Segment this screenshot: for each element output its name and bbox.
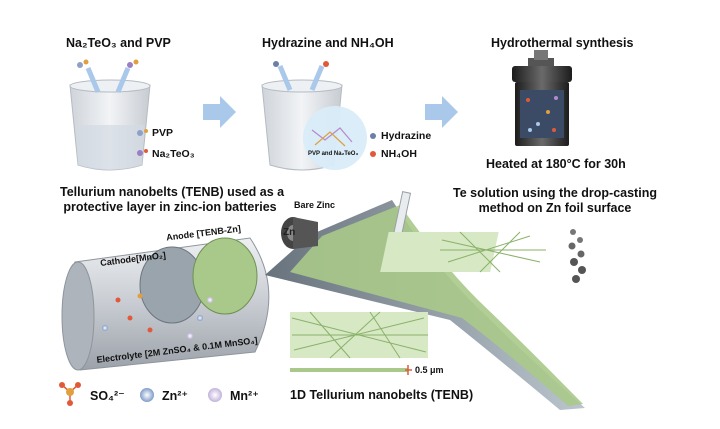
battery-title-line-1: Tellurium nanobelts (TENB) used as a — [60, 185, 285, 199]
sulfate-legend-icon — [59, 382, 81, 406]
step-2-title: Hydrazine and NH₄OH — [262, 36, 394, 50]
dropcast-title-line-2: method on Zn foil surface — [478, 201, 632, 215]
autoclave-icon — [512, 50, 572, 146]
dropcast-title-line-1: Te solution using the drop-casting — [453, 186, 657, 200]
single-nanobelt — [290, 368, 408, 372]
beaker-2-icon — [261, 61, 376, 171]
process-arrow-1 — [203, 96, 236, 128]
zinc-symbol-label: Zn — [283, 227, 296, 238]
nanobelt-mesh-small — [380, 231, 546, 273]
ammonium-hydroxide-label: NH₄OH — [381, 148, 417, 160]
process-arrow-2 — [425, 96, 458, 128]
manganese-ion-legend-label: Mn²⁺ — [230, 389, 259, 403]
zinc-foil-icon — [265, 200, 585, 410]
heating-caption: Heated at 180°C for 30h — [486, 157, 626, 171]
scale-bar-label: 0.5 μm — [415, 365, 444, 375]
nanoparticle-column-icon — [568, 229, 586, 283]
zinc-ion-legend-label: Zn²⁺ — [162, 389, 189, 403]
manganese-ion-legend-icon — [208, 388, 222, 402]
scale-bar — [405, 365, 412, 375]
bare-zinc-label: Bare Zinc — [294, 200, 336, 210]
zinc-ion-legend-icon — [140, 388, 154, 402]
sulfate-legend-label: SO₄²⁻ — [90, 389, 125, 403]
sodium-tellurite-label: Na₂TeO₃ — [152, 148, 195, 160]
pvp-label: PVP — [152, 127, 174, 139]
beaker-1-icon — [69, 59, 151, 171]
battery-cell-icon — [61, 237, 270, 371]
step-3-title: Hydrothermal synthesis — [491, 36, 634, 50]
step-1-title: Na₂TeO₃ and PVP — [66, 36, 171, 50]
battery-title-line-2: protective layer in zinc-ion batteries — [63, 200, 277, 214]
nanobelt-mesh-large — [290, 311, 428, 359]
beaker-2-inner-label: PVP and Na₂TeO₃ — [308, 151, 359, 157]
nanobelt-caption: 1D Tellurium nanobelts (TENB) — [290, 388, 474, 402]
hydrazine-label: Hydrazine — [381, 130, 432, 142]
